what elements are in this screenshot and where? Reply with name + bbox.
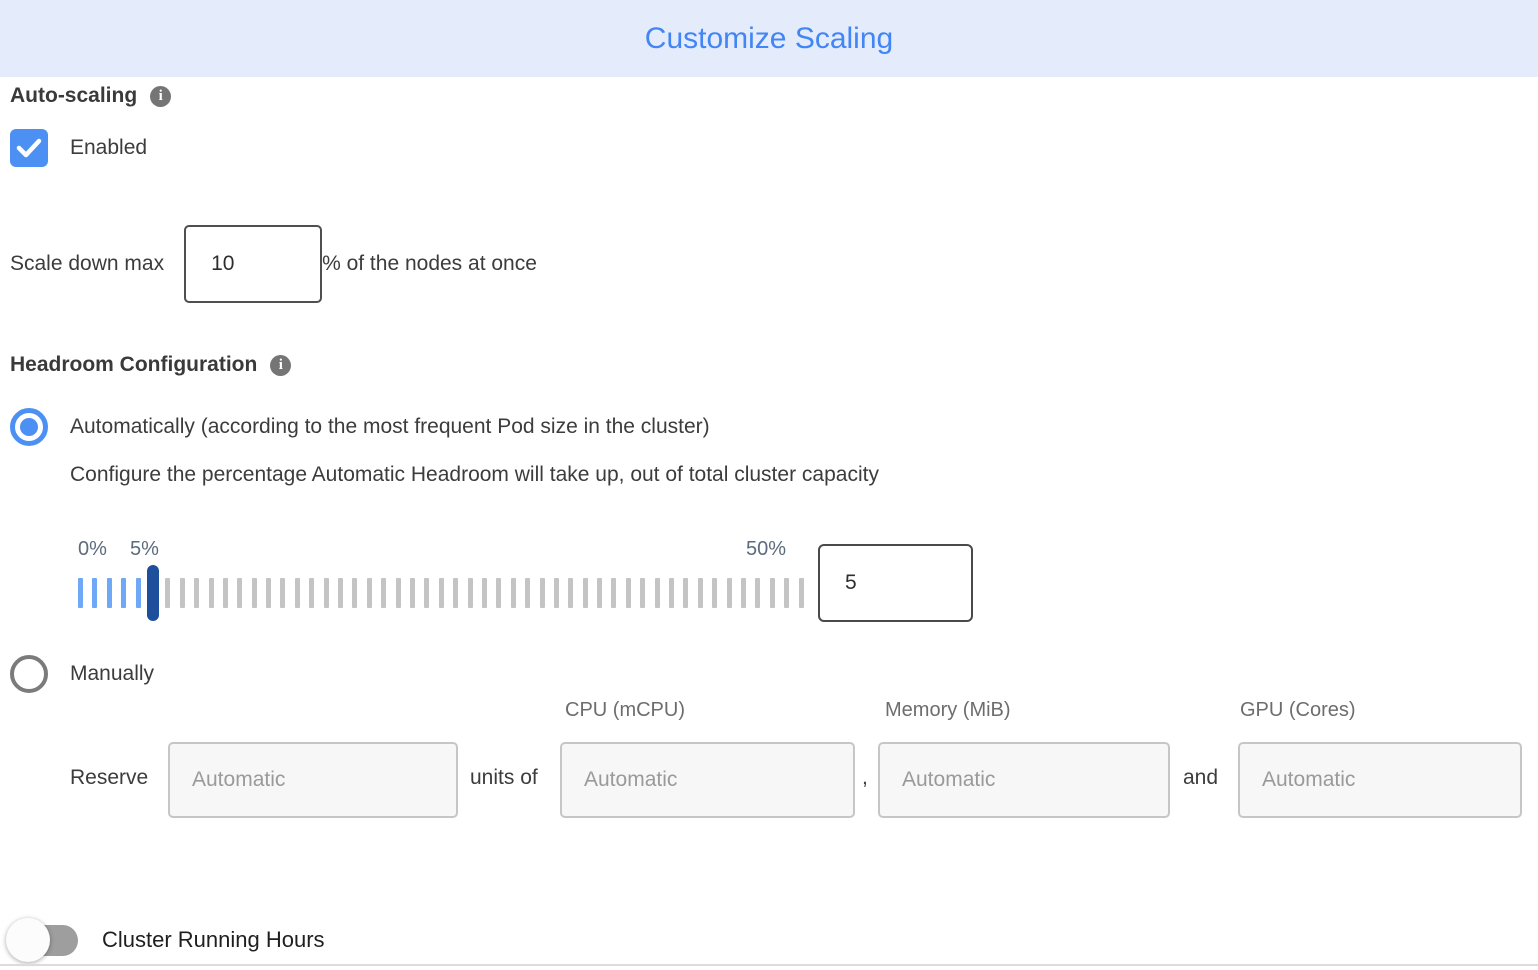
slider-current-label: 5% bbox=[130, 538, 159, 560]
slider-tick[interactable] bbox=[135, 578, 141, 608]
slider-tick[interactable] bbox=[78, 578, 83, 608]
slider-tick[interactable] bbox=[294, 578, 300, 608]
headroom-label: Headroom Configuration bbox=[10, 353, 258, 376]
slider-tick[interactable] bbox=[352, 578, 358, 608]
gpu-column-header: GPU (Cores) bbox=[1240, 699, 1356, 721]
header: Customize Scaling bbox=[0, 0, 1538, 77]
reserve-label: Reserve bbox=[70, 766, 149, 789]
info-icon[interactable]: i bbox=[150, 85, 172, 107]
headroom-manual-option: Manually bbox=[10, 655, 154, 693]
slider-tick[interactable] bbox=[769, 578, 775, 608]
slider-tick[interactable] bbox=[395, 578, 401, 608]
bottom-divider bbox=[0, 964, 1538, 966]
slider-tick[interactable] bbox=[338, 578, 344, 608]
slider-tick[interactable] bbox=[208, 578, 214, 608]
slider-handle[interactable] bbox=[146, 565, 159, 621]
slider-tick[interactable] bbox=[755, 578, 761, 608]
reserve-units-input[interactable] bbox=[168, 742, 458, 818]
manually-label: Manually bbox=[70, 662, 155, 685]
slider-tick[interactable] bbox=[640, 578, 646, 608]
slider-tick[interactable] bbox=[121, 578, 127, 608]
slider-tick[interactable] bbox=[179, 578, 185, 608]
slider-tick[interactable] bbox=[582, 578, 588, 608]
automatic-description: Configure the percentage Automatic Headr… bbox=[70, 463, 879, 486]
cpu-input[interactable] bbox=[560, 742, 855, 818]
slider-tick[interactable] bbox=[366, 578, 372, 608]
cluster-running-hours-toggle[interactable] bbox=[6, 916, 80, 964]
cluster-running-hours-label: Cluster Running Hours bbox=[102, 927, 325, 952]
slider-tick[interactable] bbox=[409, 578, 415, 608]
slider-tick[interactable] bbox=[453, 578, 459, 608]
toggle-knob[interactable] bbox=[6, 918, 50, 962]
slider-tick[interactable] bbox=[106, 578, 112, 608]
radio-manually[interactable] bbox=[10, 655, 48, 693]
slider-tick[interactable] bbox=[280, 578, 286, 608]
automatic-label: Automatically (according to the most fre… bbox=[70, 415, 710, 438]
slider-tick[interactable] bbox=[654, 578, 660, 608]
slider-tick[interactable] bbox=[381, 578, 387, 608]
memory-column-header: Memory (MiB) bbox=[885, 699, 1011, 721]
slider-tick[interactable] bbox=[553, 578, 559, 608]
enabled-label: Enabled bbox=[70, 136, 148, 159]
slider-tick[interactable] bbox=[424, 578, 430, 608]
enabled-checkbox-row: Enabled bbox=[10, 129, 147, 167]
slider-tick[interactable] bbox=[712, 578, 718, 608]
slider-tick[interactable] bbox=[683, 578, 689, 608]
enabled-checkbox[interactable] bbox=[10, 129, 48, 167]
slider-tick[interactable] bbox=[568, 578, 574, 608]
checkmark-icon bbox=[16, 138, 42, 158]
info-icon[interactable]: i bbox=[270, 354, 292, 376]
slider-tick[interactable] bbox=[597, 578, 603, 608]
comma-separator: , bbox=[862, 766, 868, 789]
slider-tick[interactable] bbox=[222, 578, 228, 608]
slider-tick[interactable] bbox=[266, 578, 272, 608]
slider-tick[interactable] bbox=[438, 578, 444, 608]
slider-tick[interactable] bbox=[510, 578, 516, 608]
auto-scaling-label: Auto-scaling bbox=[10, 84, 138, 107]
slider-tick[interactable] bbox=[237, 578, 243, 608]
slider-min-label: 0% bbox=[78, 538, 107, 560]
slider-tick[interactable] bbox=[251, 578, 257, 608]
slider-tick[interactable] bbox=[194, 578, 200, 608]
slider-tick[interactable] bbox=[92, 578, 98, 608]
slider-tick[interactable] bbox=[798, 578, 804, 608]
slider-tick[interactable] bbox=[784, 578, 790, 608]
memory-input[interactable] bbox=[878, 742, 1170, 818]
headroom-section: Headroom Configuration i bbox=[10, 353, 292, 377]
slider-tick[interactable] bbox=[625, 578, 631, 608]
scale-down-suffix: % of the nodes at once bbox=[322, 252, 537, 275]
slider-tick[interactable] bbox=[669, 578, 675, 608]
radio-automatic[interactable] bbox=[10, 408, 48, 446]
page-title: Customize Scaling bbox=[644, 21, 894, 55]
slider-tick[interactable] bbox=[539, 578, 545, 608]
units-of-label: units of bbox=[470, 766, 538, 789]
cluster-running-hours-row: Cluster Running Hours bbox=[6, 916, 325, 964]
slider-tick[interactable] bbox=[309, 578, 315, 608]
slider-tick[interactable] bbox=[496, 578, 502, 608]
scale-down-max-input[interactable] bbox=[184, 225, 323, 303]
cpu-column-header: CPU (mCPU) bbox=[565, 699, 685, 721]
headroom-slider-track[interactable] bbox=[78, 565, 804, 621]
slider-tick[interactable] bbox=[481, 578, 487, 608]
headroom-percentage-input[interactable] bbox=[818, 544, 973, 622]
slider-tick[interactable] bbox=[697, 578, 703, 608]
slider-tick[interactable] bbox=[323, 578, 329, 608]
slider-tick[interactable] bbox=[525, 578, 531, 608]
slider-max-label: 50% bbox=[746, 538, 787, 560]
slider-tick[interactable] bbox=[611, 578, 617, 608]
scale-down-prefix: Scale down max bbox=[10, 252, 165, 275]
gpu-input[interactable] bbox=[1238, 742, 1522, 818]
scale-down-row: Scale down max % of the nodes at once bbox=[10, 225, 537, 303]
auto-scaling-section: Auto-scaling i bbox=[10, 84, 172, 108]
radio-dot bbox=[20, 418, 38, 436]
slider-tick[interactable] bbox=[467, 578, 473, 608]
and-label: and bbox=[1183, 766, 1219, 789]
headroom-automatic-option: Automatically (according to the most fre… bbox=[10, 408, 710, 446]
slider-tick[interactable] bbox=[726, 578, 732, 608]
slider-tick[interactable] bbox=[740, 578, 746, 608]
slider-tick[interactable] bbox=[165, 578, 171, 608]
